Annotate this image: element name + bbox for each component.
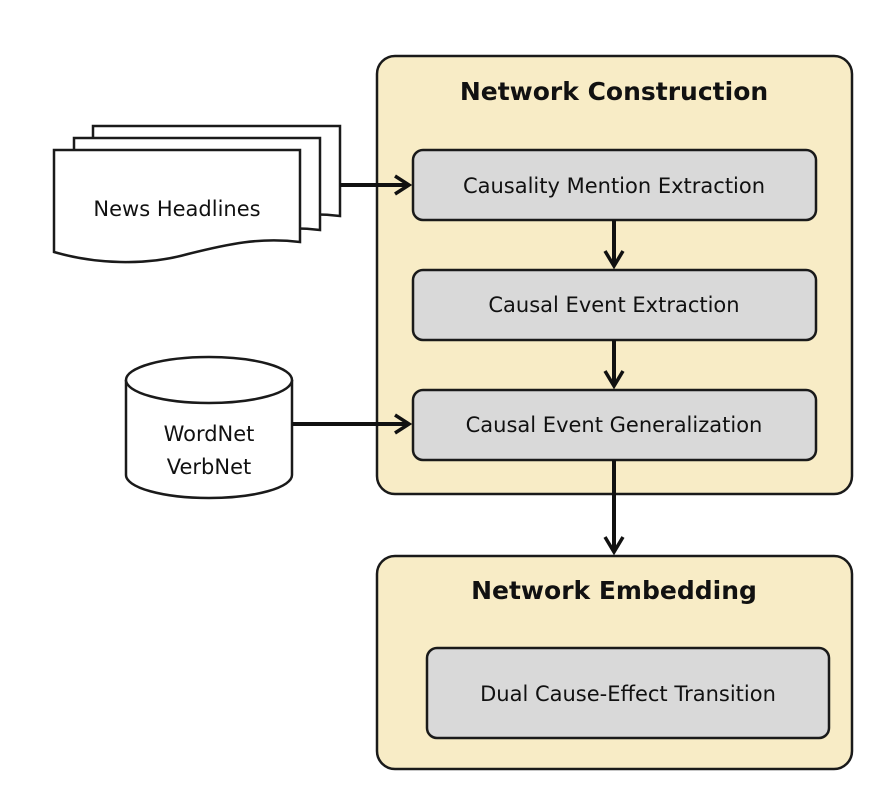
network-construction-title: Network Construction — [460, 77, 768, 106]
news-headlines-node: News Headlines — [52, 124, 342, 264]
arrowhead-event-extraction-to-generalization — [603, 370, 625, 390]
step-label-causal-event-generalization: Causal Event Generalization — [466, 413, 763, 437]
document-front-sheet — [52, 148, 302, 264]
arrowhead-mention-to-event-extraction — [603, 250, 625, 270]
arrowhead-lexicons-to-generalization — [394, 413, 413, 435]
step-label-dual-cause-effect-transition: Dual Cause-Effect Transition — [480, 682, 776, 706]
network-construction-group: Network Construction Causality Mention E… — [375, 54, 854, 496]
step-label-causal-event-extraction: Causal Event Extraction — [488, 293, 739, 317]
arrowhead-news-to-mention-extraction — [394, 174, 413, 196]
verbnet-label: VerbNet — [167, 455, 251, 479]
network-embedding-group: Network Embedding Dual Cause-Effect Tran… — [375, 554, 854, 771]
news-headlines-label: News Headlines — [93, 197, 260, 221]
lexicon-database-node: WordNet VerbNet — [124, 355, 294, 500]
wordnet-label: WordNet — [164, 422, 255, 446]
step-box-dual-cause-effect-transition — [425, 646, 831, 740]
network-embedding-title: Network Embedding — [471, 576, 757, 605]
database-cylinder-top — [124, 379, 294, 405]
step-label-causality-mention-extraction: Causality Mention Extraction — [463, 174, 765, 198]
edges — [292, 174, 625, 556]
arrowhead-generalization-to-embedding — [603, 536, 625, 556]
